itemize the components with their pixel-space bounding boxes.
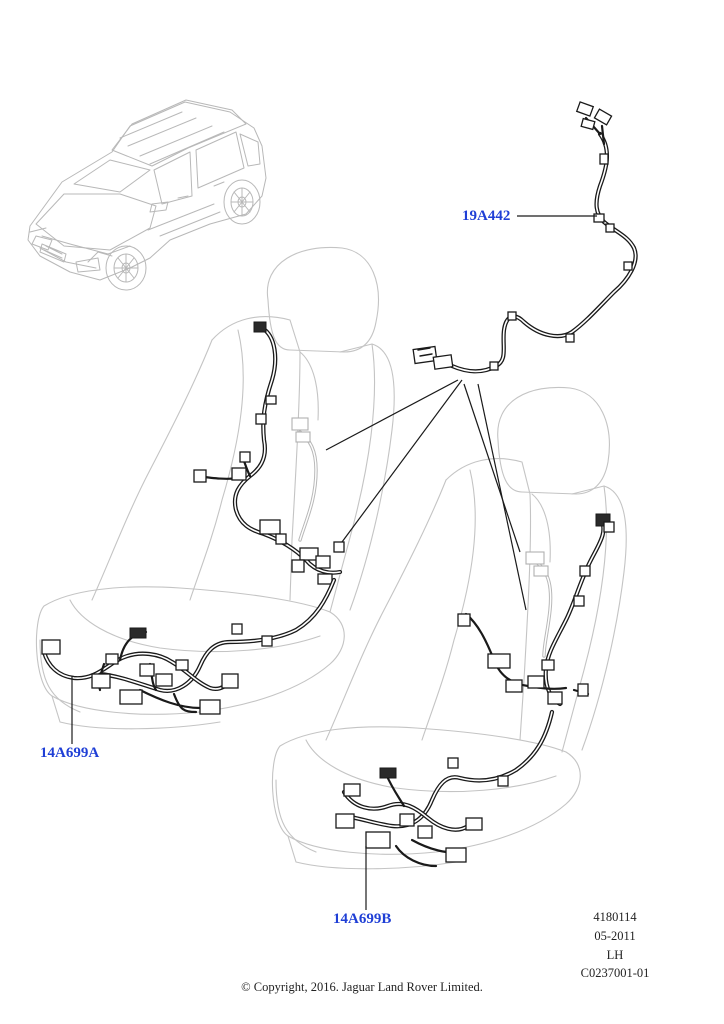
vehicle-thumbnail <box>27 99 267 291</box>
harness-19a442 <box>412 101 638 374</box>
harness-14a699a <box>41 321 345 715</box>
leader-lines <box>71 215 597 910</box>
illustration-number: 4180114 <box>593 910 637 924</box>
harness-14a699b <box>335 513 615 868</box>
drawing-code: C0237001-01 <box>580 966 650 980</box>
callout-14a699b: 14A699B <box>333 911 392 927</box>
side-indicator: LH <box>606 948 624 962</box>
right-seat-outline <box>271 386 627 870</box>
copyright-notice: © Copyright, 2016. Jaguar Land Rover Lim… <box>241 980 483 994</box>
callout-19a442: 19A442 <box>462 208 511 224</box>
drawing-date: 05-2011 <box>594 929 636 943</box>
left-seat-outline <box>35 246 395 730</box>
callout-14a699a: 14A699A <box>40 745 100 761</box>
